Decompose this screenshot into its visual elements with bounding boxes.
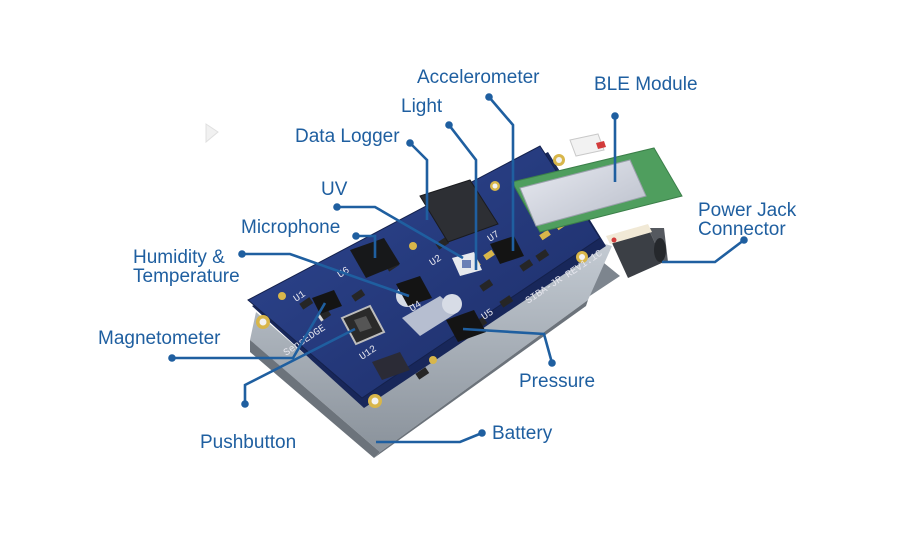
cursor-artifact-icon	[205, 123, 219, 144]
leader-pushbutton	[243, 327, 356, 404]
label-humidity-temperature: Humidity & Temperature	[133, 247, 240, 287]
leader-light	[447, 124, 478, 270]
label-pressure: Pressure	[519, 371, 596, 392]
power-jack	[612, 228, 668, 278]
leader-pressure	[462, 327, 554, 364]
leader-dots	[168, 93, 748, 437]
label-ble-module: BLE Module	[594, 74, 698, 95]
leader-lines	[172, 96, 745, 444]
leader-data-logger	[409, 142, 429, 220]
label-power-jack-connector: Power Jack Connector	[698, 200, 797, 240]
label-light: Light	[401, 96, 443, 117]
label-uv: UV	[321, 179, 348, 200]
leader-battery	[376, 431, 483, 444]
leader-accelerometer	[488, 96, 515, 251]
leader-uv	[337, 205, 464, 260]
leader-power-jack-connector	[662, 238, 745, 264]
leader-magnetometer	[172, 302, 327, 360]
label-pushbutton: Pushbutton	[200, 432, 297, 453]
leader-microphone	[356, 234, 377, 258]
leader-humidity-temperature	[242, 252, 410, 298]
label-magnetometer: Magnetometer	[98, 328, 221, 349]
label-data-logger: Data Logger	[295, 126, 400, 147]
label-accelerometer: Accelerometer	[417, 67, 540, 88]
label-microphone: Microphone	[241, 217, 341, 238]
label-battery: Battery	[492, 423, 553, 444]
